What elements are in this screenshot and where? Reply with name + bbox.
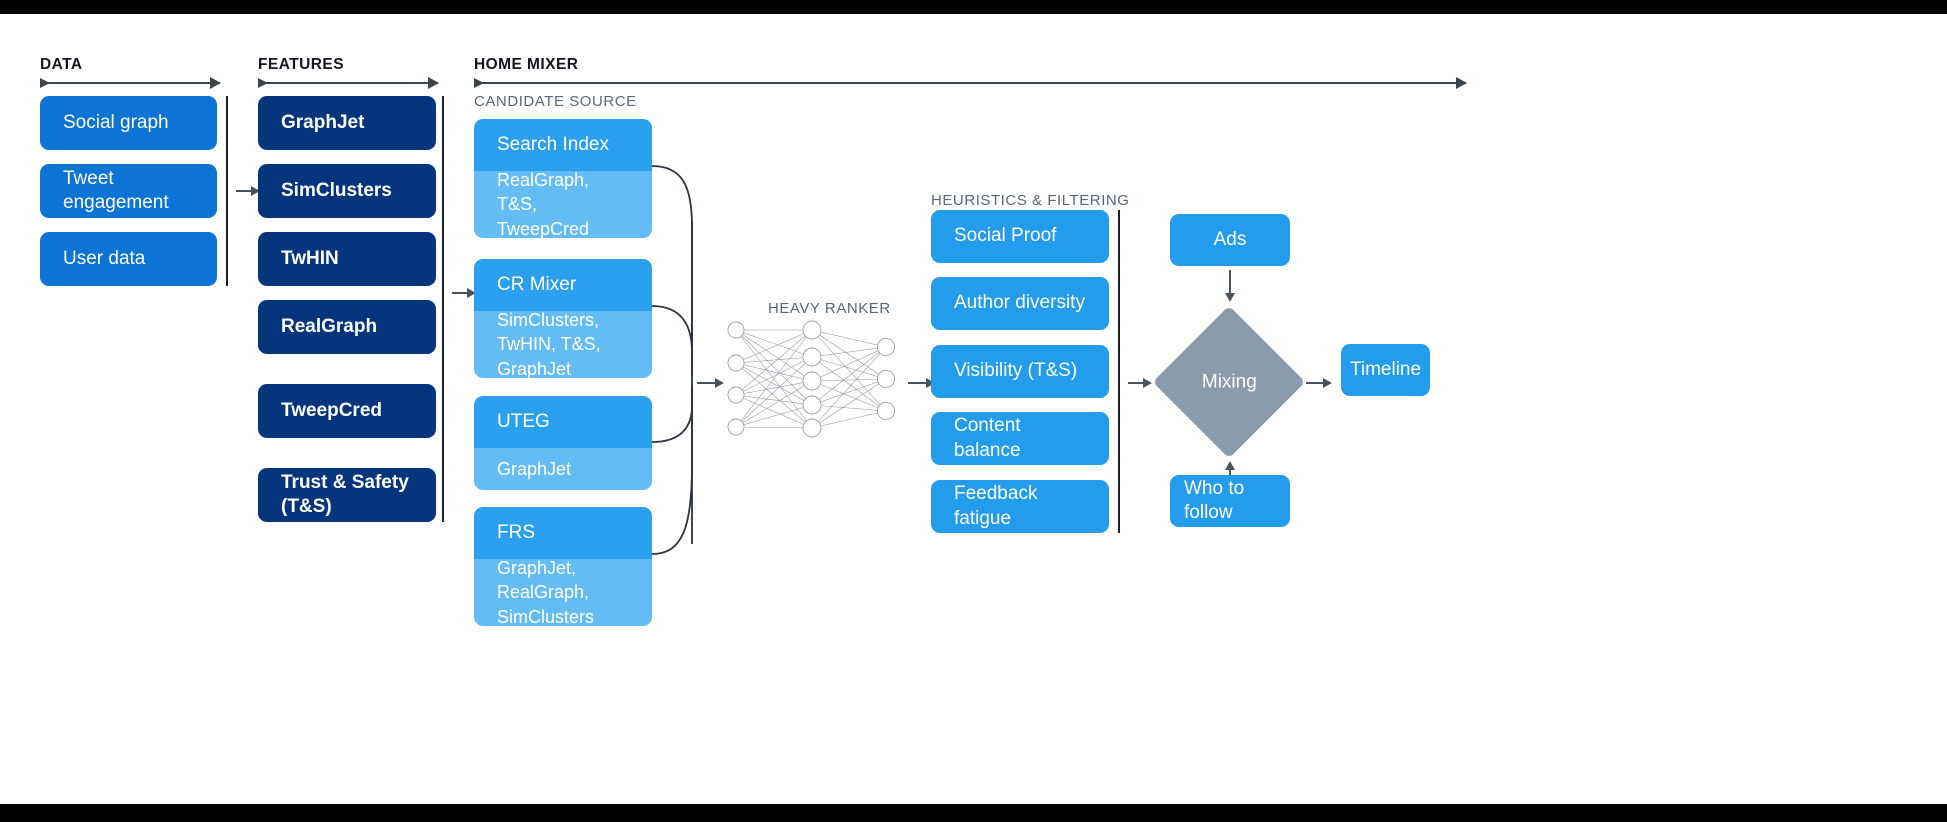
section-rule-data [40,76,221,89]
candidate-source-card-search-index[interactable]: Search Index RealGraph, T&S, TweepCred [474,119,652,238]
heuristic-box-feedback-fatigue[interactable]: Feedback fatigue [931,480,1109,533]
data-box-label: User data [63,247,146,269]
arrow-data-to-features [236,186,260,196]
feature-box-twhin[interactable]: TwHIN [258,232,436,286]
candidate-source-features: GraphJet, RealGraph, SimClusters [474,558,652,626]
data-box-label: Tweet engagement [63,167,169,213]
section-title-data: DATA [40,56,83,73]
arrow-heavy-ranker-to-heuristics [908,378,935,388]
heuristic-box-label: Content balance [954,415,1021,461]
mixing-label: Mixing [1201,371,1257,392]
output-box-who-to-follow[interactable]: Who to follow [1170,475,1290,527]
data-box-tweet-engagement[interactable]: Tweet engagement [40,164,217,218]
candidate-source-features: SimClusters, TwHIN, T&S, GraphJet [474,310,652,378]
candidate-source-name: UTEG [474,396,652,448]
data-box-social-graph[interactable]: Social graph [40,96,217,150]
heavy-ranker-label: HEAVY RANKER [768,300,891,317]
output-box-label: Who to follow [1184,477,1245,523]
candidate-source-name: CR Mixer [474,259,652,311]
candidate-source-card-frs[interactable]: FRS GraphJet, RealGraph, SimClusters [474,507,652,626]
heuristic-box-label: Author diversity [954,292,1085,314]
arrow-features-to-home-mixer [452,288,476,298]
subsection-title-candidate-source: CANDIDATE SOURCE [474,93,637,110]
feature-box-graphjet[interactable]: GraphJet [258,96,436,150]
feature-box-tweepcred[interactable]: TweepCred [258,384,436,438]
arrow-heuristics-to-mixing [1128,378,1152,388]
candidate-source-card-uteg[interactable]: UTEG GraphJet [474,396,652,490]
output-box-label: Ads [1213,228,1247,250]
lane-divider-heuristics [1118,210,1120,533]
heuristic-box-content-balance[interactable]: Content balance [931,412,1109,465]
feature-box-label: GraphJet [281,111,365,133]
arrow-ads-to-mixing [1225,270,1235,302]
candidate-source-name: FRS [474,507,652,559]
output-box-label: Timeline [1349,358,1422,380]
arrow-candidate-source-to-heavy-ranker [697,378,724,388]
output-box-timeline[interactable]: Timeline [1341,344,1430,396]
feature-box-label: TweepCred [281,399,383,421]
feature-box-label: TwHIN [281,247,339,269]
arrow-mixing-to-timeline [1306,378,1332,388]
feature-box-label: SimClusters [281,179,392,201]
section-title-features: FEATURES [258,56,344,73]
feature-box-realgraph[interactable]: RealGraph [258,300,436,354]
heavy-ranker-network [727,320,895,438]
lane-divider-data [226,96,228,286]
section-rule-features [258,76,439,89]
feature-box-simclusters[interactable]: SimClusters [258,164,436,218]
data-box-label: Social graph [63,111,169,133]
candidate-source-features: GraphJet [474,448,652,490]
candidate-source-connectors [651,165,693,555]
heuristic-box-label: Feedback fatigue [954,483,1038,529]
subsection-title-heuristics: HEURISTICS & FILTERING [931,192,1130,209]
lane-divider-features [442,96,444,522]
candidate-source-card-cr-mixer[interactable]: CR Mixer SimClusters, TwHIN, T&S, GraphJ… [474,259,652,378]
section-rule-home-mixer [474,76,1467,89]
data-box-user-data[interactable]: User data [40,232,217,286]
heuristic-box-author-diversity[interactable]: Author diversity [931,277,1109,330]
heuristic-box-visibility[interactable]: Visibility (T&S) [931,345,1109,398]
mixing-diamond[interactable]: Mixing [1152,305,1306,459]
diagram-canvas: DATA Social graph Tweet engagement User … [0,14,1947,804]
feature-box-trust-safety[interactable]: Trust & Safety (T&S) [258,468,436,522]
section-title-home-mixer: HOME MIXER [474,56,579,73]
feature-box-label: RealGraph [281,315,378,337]
heuristic-box-label: Visibility (T&S) [954,360,1078,382]
heuristic-box-social-proof[interactable]: Social Proof [931,210,1109,263]
candidate-source-features: RealGraph, T&S, TweepCred [474,170,652,238]
feature-box-label: Trust & Safety (T&S) [281,471,409,517]
output-box-ads[interactable]: Ads [1170,214,1290,266]
candidate-source-name: Search Index [474,119,652,171]
heuristic-box-label: Social Proof [954,225,1057,247]
